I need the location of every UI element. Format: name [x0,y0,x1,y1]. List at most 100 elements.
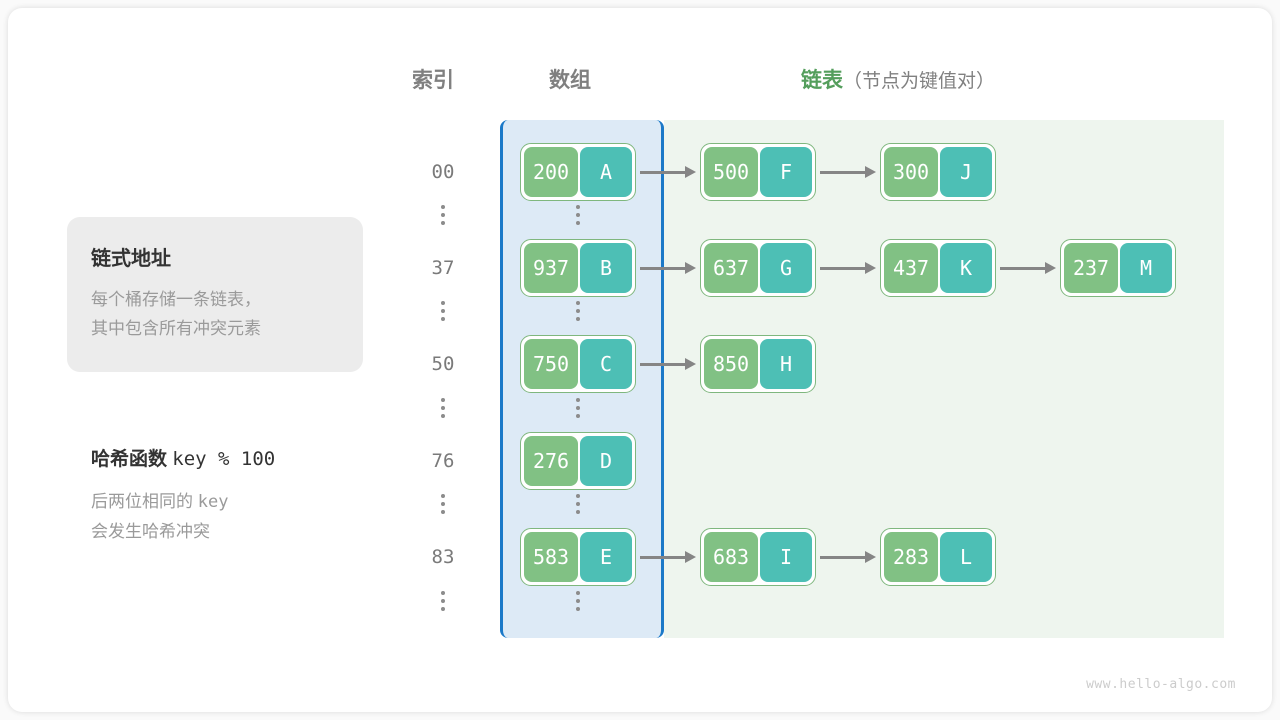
arrow-head-icon [865,551,876,563]
next-pointer-arrow [1000,262,1056,274]
node-value: D [580,436,632,486]
column-header-linkedlist-sub: （节点为键值对） [843,71,996,92]
bucket-index-label: 50 [431,353,455,375]
dot [576,398,580,402]
node-value: F [760,147,812,197]
dot [576,213,580,217]
arrow-head-icon [1045,262,1056,274]
node-value: M [1120,243,1172,293]
node-value: A [580,147,632,197]
index-column-ellipsis-icon [433,398,453,418]
node-key: 437 [884,243,938,293]
dot [441,398,445,402]
dot [576,591,580,595]
hash-function-title: 哈希函数 key % 100 [91,444,275,471]
info-card-line-2: 其中包含所有冲突元素 [91,319,261,338]
node-key: 237 [1064,243,1118,293]
node-value: C [580,339,632,389]
dot [441,494,445,498]
column-header-linkedlist: 链表（节点为键值对） [801,64,995,94]
info-card-line-1: 每个桶存储一条链表， [91,290,261,309]
dot [441,205,445,209]
node-key: 583 [524,532,578,582]
bucket-index-label: 37 [431,257,455,279]
dot [441,599,445,603]
arrow-head-icon [865,166,876,178]
footer-url: www.hello-algo.com [1086,677,1236,692]
dot [576,205,580,209]
arrow-shaft [820,170,865,174]
array-column-ellipsis-icon [568,205,588,225]
node-key: 500 [704,147,758,197]
node-value: L [940,532,992,582]
dot [441,502,445,506]
node-key: 637 [704,243,758,293]
next-pointer-arrow [820,166,876,178]
node-key: 276 [524,436,578,486]
index-column-ellipsis-icon [433,301,453,321]
dot [441,317,445,321]
arrow-head-icon [685,262,696,274]
dot [441,414,445,418]
dot [576,406,580,410]
node-value: I [760,532,812,582]
array-column-ellipsis-icon [568,494,588,514]
dot [576,510,580,514]
info-card-body: 每个桶存储一条链表， 其中包含所有冲突元素 [91,285,261,343]
column-header-index: 索引 [412,69,454,92]
next-pointer-arrow [640,358,696,370]
next-pointer-arrow [640,262,696,274]
next-pointer-arrow [640,551,696,563]
node-value: G [760,243,812,293]
dot [441,591,445,595]
node-value: K [940,243,992,293]
bucket-index-label: 00 [431,161,455,183]
array-column-ellipsis-icon [568,301,588,321]
dot [576,301,580,305]
index-column-ellipsis-icon [433,205,453,225]
node-value: H [760,339,812,389]
dot [441,510,445,514]
arrow-shaft [820,266,865,270]
node-key: 283 [884,532,938,582]
dot [576,494,580,498]
arrow-shaft [640,555,685,559]
arrow-shaft [640,170,685,174]
arrow-head-icon [685,166,696,178]
hash-note-line-2: 会发生哈希冲突 [91,522,210,541]
hash-function-formula: key % 100 [172,448,276,470]
dot [576,221,580,225]
node-key: 200 [524,147,578,197]
arrow-head-icon [685,358,696,370]
arrow-shaft [1000,266,1045,270]
column-header-linkedlist-main: 链表 [801,69,843,92]
bucket-index-label: 83 [431,546,455,568]
column-header-array: 数组 [549,69,591,92]
node-key: 300 [884,147,938,197]
arrow-shaft [640,266,685,270]
array-column-ellipsis-icon [568,591,588,611]
dot [441,607,445,611]
hash-function-label: 哈希函数 [91,449,168,470]
next-pointer-arrow [820,551,876,563]
dot [576,309,580,313]
dot [441,301,445,305]
bucket-index-label: 76 [431,450,455,472]
node-key: 850 [704,339,758,389]
hash-note-line-1: 后两位相同的 key [91,487,228,517]
dot [576,317,580,321]
array-column-ellipsis-icon [568,398,588,418]
arrow-shaft [640,362,685,366]
node-value: E [580,532,632,582]
